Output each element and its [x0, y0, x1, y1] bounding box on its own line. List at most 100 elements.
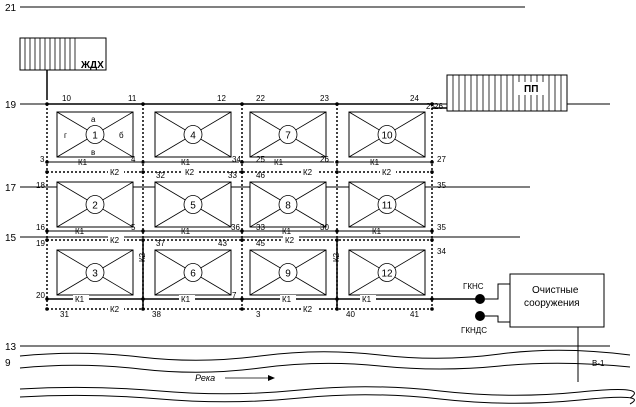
pipe-node [430, 307, 434, 311]
side-b: б [119, 131, 124, 140]
pipe-label-k2: К2 [303, 305, 313, 314]
pipe-node [45, 160, 49, 164]
building-number-circle [85, 125, 105, 144]
building-number-circle [183, 195, 203, 214]
side-g: г [64, 131, 67, 140]
building-number: 4 [190, 131, 196, 142]
node-26: 26 [434, 102, 443, 111]
pipe-node [45, 307, 49, 311]
node-20: 20 [36, 291, 45, 300]
pipe-label-k1: К1 [282, 295, 292, 304]
building-7: 7 [249, 111, 327, 158]
node-22: 22 [256, 94, 265, 103]
pipe-label-k1: К1 [282, 227, 292, 236]
building-6: 6 [154, 249, 232, 296]
pipe-node [240, 307, 244, 311]
pipe-label-k1: К1 [75, 227, 85, 236]
pipe-label-k1: К1 [370, 158, 380, 167]
node-41: 41 [410, 310, 419, 319]
side-v: в [91, 148, 95, 157]
building-number-circle [85, 195, 105, 214]
river [19, 349, 635, 405]
building-2: 2 [56, 181, 134, 228]
mark-9: 9 [5, 358, 11, 369]
pipe-label-k2: К2 [110, 168, 120, 177]
building-8: 8 [249, 181, 327, 228]
building-number-circle [278, 195, 298, 214]
pp-label: ПП [524, 84, 538, 95]
pipe-node [45, 102, 49, 106]
node-12: 12 [217, 94, 226, 103]
building-number-circle [183, 125, 203, 144]
building-number: 9 [285, 269, 291, 280]
treatment-plant: Очистные сооружения [430, 273, 605, 382]
node-26b: 26 [320, 155, 329, 164]
pipe-label-k1: К1 [372, 227, 382, 236]
node-45: 45 [256, 239, 265, 248]
left-marks: 21 19 17 15 13 9 [5, 3, 17, 369]
gkns-pump-icon [475, 294, 485, 304]
node-34b: 34 [437, 247, 446, 256]
node-numbers: 10 11 12 22 23 24 25 26 3 4 34 25 26 27 … [36, 94, 446, 319]
node-3b: 3 [256, 310, 261, 319]
node-4: 4 [131, 155, 136, 164]
river-label: Река [195, 373, 215, 383]
building-number-circle [278, 125, 298, 144]
node-30: 30 [320, 223, 329, 232]
pipe-node [141, 238, 145, 242]
building-number: 12 [381, 269, 393, 280]
pipe-node [335, 307, 339, 311]
building-number: 3 [92, 269, 98, 280]
pipe-label-k1: К1 [181, 158, 191, 167]
building-5: 5 [154, 181, 232, 228]
pipe-label-k1: К1 [75, 295, 85, 304]
node-37: 37 [156, 239, 165, 248]
node-46: 46 [256, 171, 265, 180]
mark-21: 21 [5, 3, 17, 14]
building-10: 10 [348, 111, 426, 158]
zhdh-block: ЖДХ [19, 37, 107, 100]
mark-13: 13 [5, 342, 17, 353]
node-33: 33 [228, 171, 237, 180]
building-number-circle [377, 125, 397, 144]
pipe-label-k1: К1 [274, 158, 284, 167]
pipe-label-k2: К2 [303, 168, 313, 177]
building-number-circle [377, 195, 397, 214]
pipe-node [335, 229, 339, 233]
building-number: 8 [285, 201, 291, 212]
pipe-node [141, 297, 145, 301]
node-33b: 33 [256, 223, 265, 232]
pipe-node [430, 229, 434, 233]
river-flow-arrow [225, 375, 275, 381]
pipe-node [430, 170, 434, 174]
pipe-label-k1: К1 [181, 227, 191, 236]
pipe-label-k1: К1 [362, 295, 372, 304]
building-11: 11 [348, 181, 426, 228]
node-10: 10 [62, 94, 71, 103]
pipe-node [45, 229, 49, 233]
pipe-label-k2: К2 [110, 305, 120, 314]
pipe-node [141, 307, 145, 311]
gknds-pump-icon [475, 311, 485, 321]
pipe-node [240, 170, 244, 174]
building-number: 5 [190, 201, 196, 212]
pipe-node [240, 102, 244, 106]
pipe-node [335, 170, 339, 174]
node-40: 40 [346, 310, 355, 319]
node-27: 27 [437, 155, 446, 164]
zhdh-label: ЖДХ [80, 60, 104, 71]
node-5: 5 [131, 223, 136, 232]
pipe-label-k2: К2 [110, 236, 120, 245]
node-35b: 35 [437, 223, 446, 232]
node-16: 16 [36, 223, 45, 232]
building-number: 10 [381, 131, 393, 142]
pipe-node [240, 229, 244, 233]
pipe-label-k2: К2 [382, 168, 392, 177]
node-35: 35 [437, 181, 446, 190]
pipe-node [240, 160, 244, 164]
building-number: 11 [382, 201, 393, 212]
mark-19: 19 [5, 100, 17, 111]
pipe-node [335, 102, 339, 106]
side-a: а [91, 115, 96, 124]
